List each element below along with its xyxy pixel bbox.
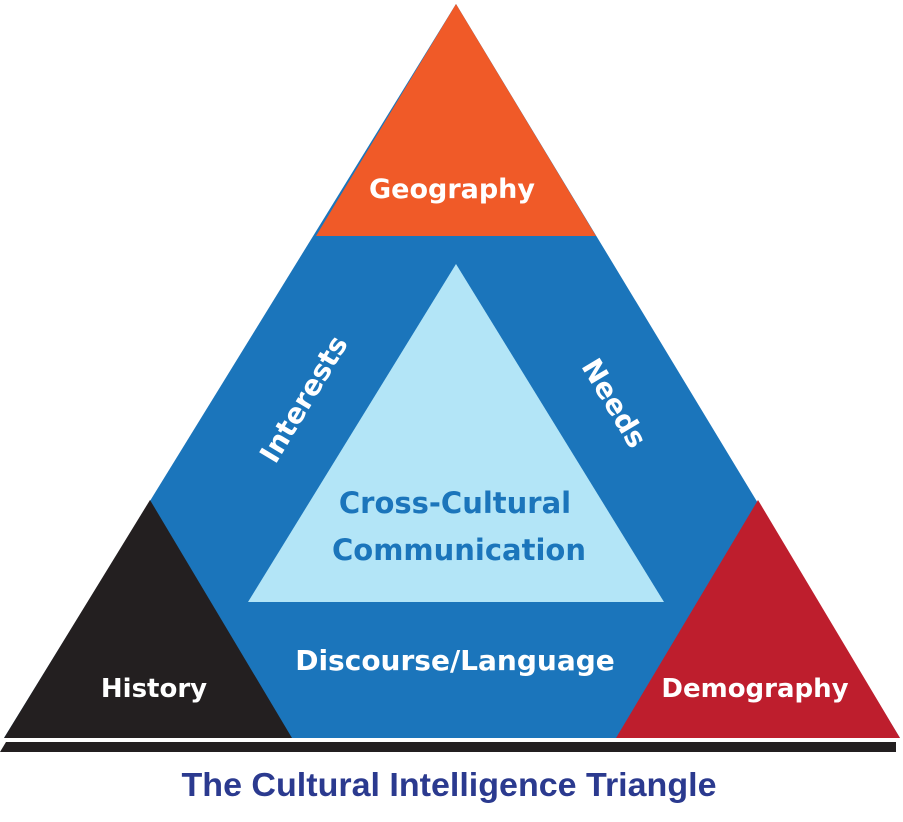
discourse-language-label: Discourse/Language: [295, 644, 615, 677]
geography-label: Geography: [369, 174, 535, 205]
demography-label: Demography: [661, 674, 848, 704]
base-shadow: [0, 742, 896, 752]
geography-corner: [316, 4, 596, 236]
inner-triangle: [248, 264, 664, 602]
demography-corner: [616, 500, 900, 738]
diagram-caption: The Cultural Intelligence Triangle: [182, 766, 717, 803]
center-label-line1: Cross-Cultural: [339, 486, 571, 520]
center-label-line2: Communication: [332, 533, 586, 567]
history-corner: [4, 500, 292, 738]
history-label: History: [101, 674, 207, 704]
